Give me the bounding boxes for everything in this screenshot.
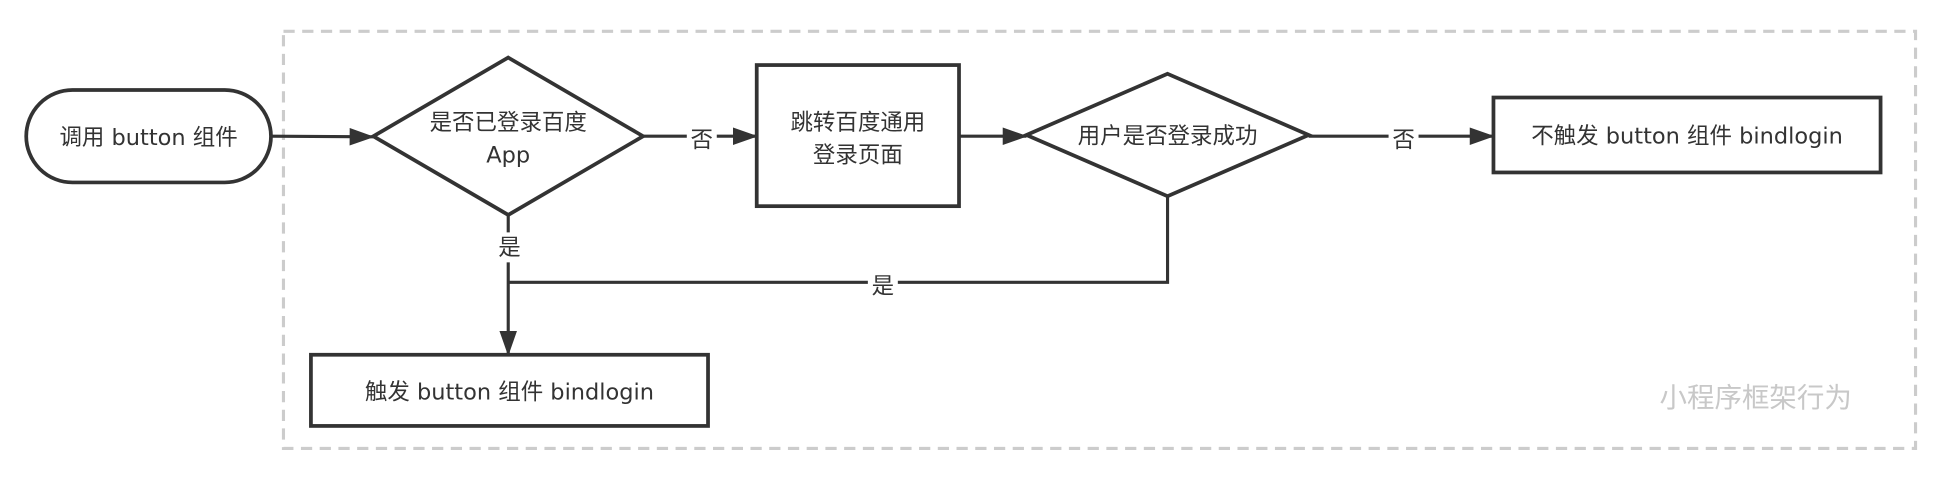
svg-text:登录页面: 登录页面 <box>813 142 903 168</box>
node-trigger: 触发 button 组件 bindlogin <box>309 352 710 428</box>
svg-text:触发 button 组件 bindlogin: 触发 button 组件 bindlogin <box>365 380 654 406</box>
edge-success-yes <box>508 196 1170 284</box>
edge-label-check-no: 否 <box>691 127 713 153</box>
node-start: 调用 button 组件 <box>24 88 273 185</box>
svg-text:不触发 button 组件 bindlogin: 不触发 button 组件 bindlogin <box>1531 124 1843 150</box>
svg-text:是否已登录百度: 是否已登录百度 <box>430 110 587 136</box>
group-label: 小程序框架行为 <box>1660 383 1852 414</box>
node-check-login: 是否已登录百度 App <box>369 55 647 218</box>
node-goto-login: 跳转百度通用 登录页面 <box>754 63 961 209</box>
svg-text:调用 button 组件: 调用 button 组件 <box>59 125 237 151</box>
svg-text:用户是否登录成功: 用户是否登录成功 <box>1078 124 1258 150</box>
svg-text:跳转百度通用: 跳转百度通用 <box>790 110 925 136</box>
group-container <box>281 29 1918 450</box>
edge-start-to-check <box>270 127 375 146</box>
edge-label-success-yes: 是 <box>872 274 894 300</box>
svg-text:App: App <box>486 142 530 168</box>
node-not-trigger: 不触发 button 组件 bindlogin <box>1491 95 1883 175</box>
edge-label-success-no: 否 <box>1392 127 1414 153</box>
node-login-success: 用户是否登录成功 <box>1021 71 1314 199</box>
edge-label-check-yes: 是 <box>498 235 520 261</box>
